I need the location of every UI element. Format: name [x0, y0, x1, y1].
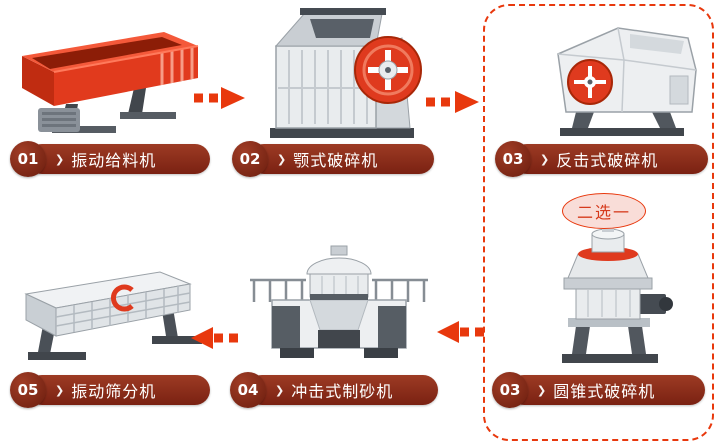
step-name-pill: ❯ 冲击式制砂机: [247, 375, 438, 405]
choose-one-dashed-box: [483, 4, 714, 441]
step-name-pill: ❯ 振动给料机: [27, 144, 210, 174]
step-number-badge: 03: [495, 141, 531, 177]
vibrating-feeder-icon: [22, 32, 199, 133]
step-label-feeder: ❯ 振动给料机 01: [10, 141, 210, 177]
choose-one-badge: 二选一: [562, 193, 646, 229]
step-label-sand-maker: ❯ 冲击式制砂机 04: [230, 372, 438, 408]
step-label-impact-crusher: ❯ 反击式破碎机 03: [495, 141, 708, 177]
cone-crusher-icon: [562, 224, 673, 363]
step-name: 圆锥式破碎机: [553, 382, 656, 401]
step-name-pill: ❯ 振动筛分机: [27, 375, 210, 405]
vibrating-screen-icon: [24, 271, 202, 360]
step-name-pill: ❯ 圆锥式破碎机: [509, 375, 705, 405]
step-name: 反击式破碎机: [556, 151, 659, 170]
step-name: 冲击式制砂机: [291, 382, 394, 401]
step-name: 颚式破碎机: [293, 151, 379, 170]
step-number-badge: 03: [492, 372, 528, 408]
flow-arrow-left-icon: [437, 321, 484, 343]
step-number-badge: 02: [232, 141, 268, 177]
jaw-crusher-icon: [270, 8, 422, 138]
step-label-jaw-crusher: ❯ 颚式破碎机 02: [232, 141, 434, 177]
step-number-badge: 04: [230, 372, 266, 408]
flow-arrow-left-icon: [191, 327, 238, 349]
flow-arrow-right-icon: [426, 91, 479, 113]
step-name: 振动筛分机: [71, 382, 157, 401]
step-number-badge: 01: [10, 141, 46, 177]
impact-crusher-icon: [557, 27, 697, 136]
step-name: 振动给料机: [71, 151, 157, 170]
step-label-cone-crusher: ❯ 圆锥式破碎机 03: [492, 372, 705, 408]
step-number-badge: 05: [10, 372, 46, 408]
step-name-pill: ❯ 反击式破碎机: [512, 144, 708, 174]
chevron-right-icon: ❯: [537, 383, 548, 397]
chevron-right-icon: ❯: [275, 383, 286, 397]
flow-arrow-right-icon: [194, 87, 245, 109]
chevron-right-icon: ❯: [277, 152, 288, 166]
vsi-sand-maker-icon: [250, 245, 428, 358]
chevron-right-icon: ❯: [55, 152, 66, 166]
step-label-screen: ❯ 振动筛分机 05: [10, 372, 210, 408]
step-name-pill: ❯ 颚式破碎机: [249, 144, 434, 174]
chevron-right-icon: ❯: [540, 152, 551, 166]
chevron-right-icon: ❯: [55, 383, 66, 397]
